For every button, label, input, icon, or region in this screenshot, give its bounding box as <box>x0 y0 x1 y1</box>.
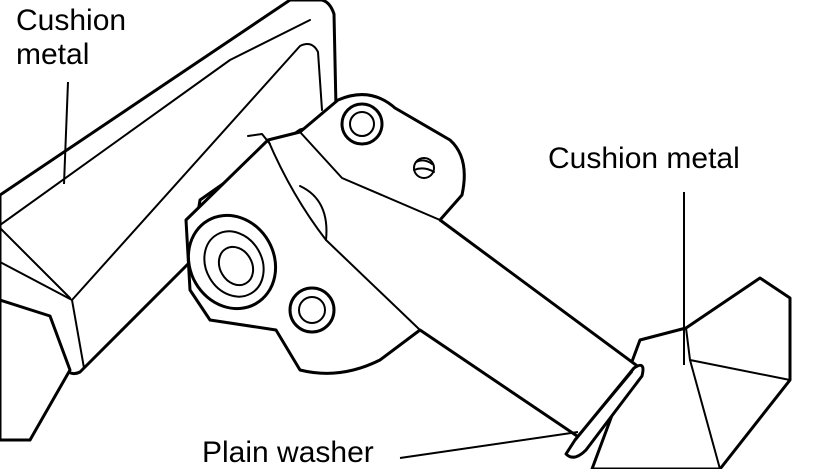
plain-washer-label: Plain washer <box>202 436 374 469</box>
cushion-metal-left-label-line1: Cushion <box>16 4 127 37</box>
cushion-metal-right-part <box>590 276 792 469</box>
leader-cushion-left <box>63 81 69 185</box>
leader-plain-washer <box>399 431 579 459</box>
cushion-metal-left-label: Cushion metal <box>16 4 156 72</box>
cushion-metal-right-label: Cushion metal <box>548 142 740 175</box>
cushion-metal-left-part <box>0 0 347 442</box>
plain-washer-part <box>564 363 645 459</box>
cushion-metal-left-label-line2: metal <box>16 38 90 71</box>
mount-bracket-part <box>184 93 642 440</box>
